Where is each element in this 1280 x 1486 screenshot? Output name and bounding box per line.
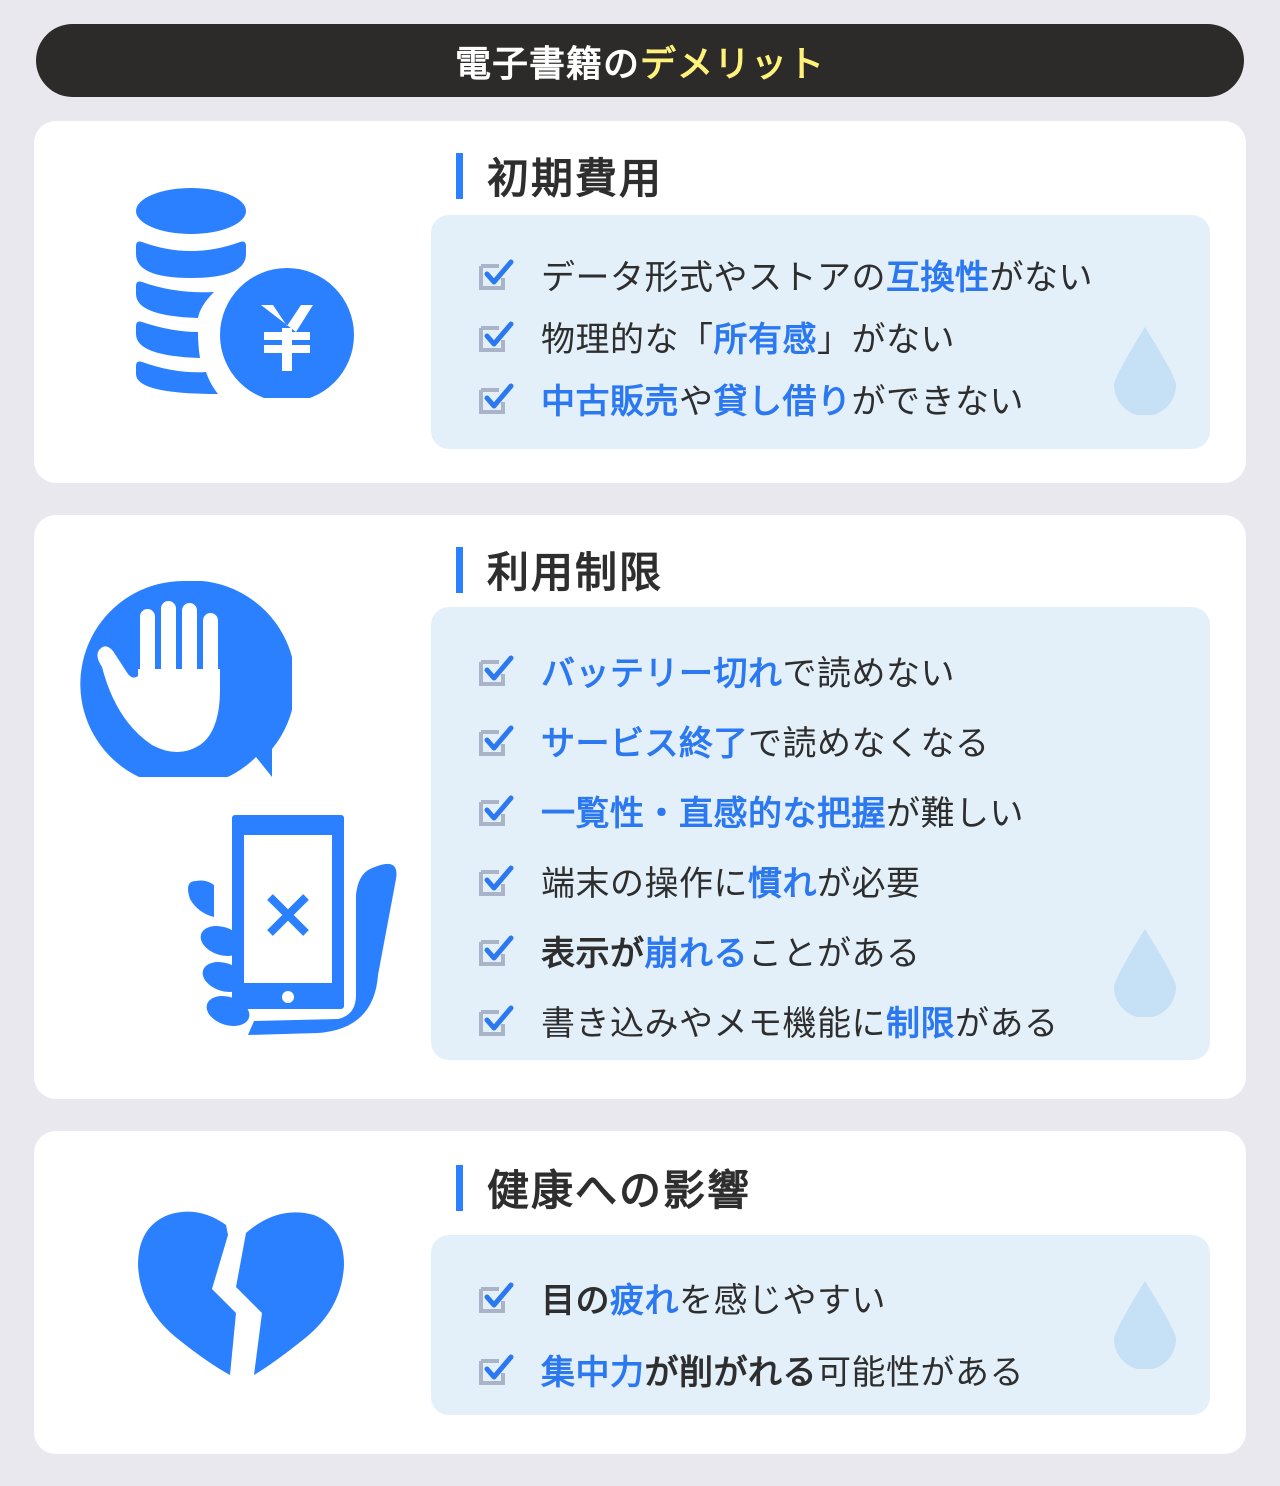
checkbox-checked-icon (479, 321, 514, 352)
disadvantage-list: データ形式やストアの互換性がない 物理的な「所有感」がない 中古販売や貸し借りが… (431, 215, 1210, 449)
list-item-text: 目の疲れを感じやすい (541, 1273, 886, 1322)
title-text-main: 電子書籍の (454, 43, 640, 85)
text-segment: で読めない (782, 653, 955, 694)
section-heading: 利用制限 (456, 539, 663, 600)
list-item-text: データ形式やストアの互換性がない (541, 250, 1093, 299)
checkbox-checked-icon (479, 1354, 514, 1385)
title-text-highlight: デメリット (640, 43, 826, 85)
list-item-text: 一覧性・直感的な把握が難しい (541, 786, 1024, 835)
section-card-initial-cost: 初期費用 データ形式やストアの互換性がない 物理的な「所有感」がない 中古販売や… (34, 121, 1246, 483)
list-item-text: 書き込みやメモ機能に制限がある (541, 996, 1059, 1045)
checkbox-checked-icon (479, 383, 514, 414)
text-segment: 貸し借り (713, 381, 852, 422)
text-segment: 物理的な「 (541, 319, 714, 360)
text-segment: 集中力 (541, 1352, 645, 1393)
text-segment: ができない (851, 381, 1024, 422)
list-item: 表示が崩れることがある (431, 915, 1210, 985)
text-segment: 利用制限 (487, 548, 664, 597)
title-banner: 電子書籍のデメリット (36, 24, 1244, 97)
text-segment: 表示が (541, 933, 645, 974)
checkbox-checked-icon (479, 795, 514, 826)
heading-accent-bar (456, 1164, 463, 1211)
list-item: 端末の操作に慣れが必要 (431, 845, 1210, 915)
broken-heart-icon (138, 1211, 344, 1375)
list-item-text: 物理的な「所有感」がない (541, 312, 955, 361)
list-item: 一覧性・直感的な把握が難しい (431, 775, 1210, 845)
disadvantage-list: 目の疲れを感じやすい 集中力が削がれる可能性がある (431, 1235, 1210, 1415)
list-item: 書き込みやメモ機能に制限がある (431, 985, 1210, 1055)
text-segment: 初期費用 (487, 154, 664, 203)
heading-accent-bar (456, 152, 463, 199)
text-segment: を感じやすい (679, 1280, 886, 1321)
text-segment: 健康への影響 (487, 1166, 752, 1215)
text-segment: が難しい (886, 793, 1024, 834)
checkbox-checked-icon (479, 725, 514, 756)
text-segment: ことがある (748, 933, 921, 974)
text-segment: 所有感 (713, 319, 817, 360)
section-heading: 健康への影響 (456, 1157, 751, 1218)
text-segment: 書き込みやメモ機能に (541, 1003, 886, 1044)
list-item: 目の疲れを感じやすい (431, 1261, 1210, 1333)
text-segment: データ形式やストアの (541, 257, 886, 298)
text-segment: 制限 (886, 1003, 955, 1044)
checkbox-checked-icon (479, 935, 514, 966)
checkbox-checked-icon (479, 1005, 514, 1036)
yen-coins-icon (136, 188, 354, 398)
heading-accent-bar (456, 546, 463, 593)
text-segment: サービス終了 (541, 723, 748, 764)
disadvantage-list: バッテリー切れで読めない サービス終了で読めなくなる 一覧性・直感的な把握が難し… (431, 607, 1210, 1060)
list-item: データ形式やストアの互換性がない (431, 243, 1210, 305)
list-item-text: バッテリー切れで読めない (541, 646, 955, 695)
text-segment: 中古販売 (541, 381, 679, 422)
water-drop-icon (1114, 1281, 1176, 1369)
water-drop-icon (1114, 327, 1176, 415)
section-card-health-impact: 健康への影響 目の疲れを感じやすい 集中力が削がれる可能性がある (34, 1131, 1246, 1454)
text-segment: 互換性 (886, 257, 990, 298)
text-segment: 慣れ (748, 863, 817, 904)
text-segment: がある (955, 1003, 1059, 1044)
section-heading: 初期費用 (456, 145, 663, 206)
checkbox-checked-icon (479, 655, 514, 686)
water-drop-icon (1114, 929, 1176, 1017)
text-segment: や (679, 381, 714, 422)
text-segment: が削がれる (644, 1352, 817, 1393)
text-segment: バッテリー切れ (541, 653, 783, 694)
text-segment: 目の (541, 1280, 610, 1321)
text-segment: 崩れる (644, 933, 748, 974)
list-item-text: 表示が崩れることがある (541, 926, 921, 975)
list-item: バッテリー切れで読めない (431, 635, 1210, 705)
text-segment: 一覧性・直感的な把握 (541, 793, 886, 834)
list-item: 物理的な「所有感」がない (431, 305, 1210, 367)
section-card-usage-restrictions: 利用制限 バッテリー切れで読めない サービス終了で読めなくなる 一覧性・直感的な… (34, 515, 1246, 1099)
checkbox-checked-icon (479, 1282, 514, 1313)
checkbox-checked-icon (479, 865, 514, 896)
text-segment: 」がない (817, 319, 955, 360)
text-segment: で読めなくなる (748, 723, 990, 764)
stop-hand-icon (80, 581, 292, 777)
text-segment: 端末の操作に (541, 863, 748, 904)
list-item-text: サービス終了で読めなくなる (541, 716, 990, 765)
list-item-text: 集中力が削がれる可能性がある (541, 1345, 1024, 1394)
list-item-text: 中古販売や貸し借りができない (541, 374, 1024, 423)
list-item: サービス終了で読めなくなる (431, 705, 1210, 775)
text-segment: 可能性がある (817, 1352, 1024, 1393)
list-item: 集中力が削がれる可能性がある (431, 1333, 1210, 1405)
checkbox-checked-icon (479, 259, 514, 290)
list-item-text: 端末の操作に慣れが必要 (541, 856, 921, 905)
text-segment: 疲れ (610, 1280, 679, 1321)
text-segment: がない (989, 257, 1093, 298)
phone-error-icon (188, 815, 397, 1035)
text-segment: が必要 (817, 863, 921, 904)
list-item: 中古販売や貸し借りができない (431, 367, 1210, 429)
